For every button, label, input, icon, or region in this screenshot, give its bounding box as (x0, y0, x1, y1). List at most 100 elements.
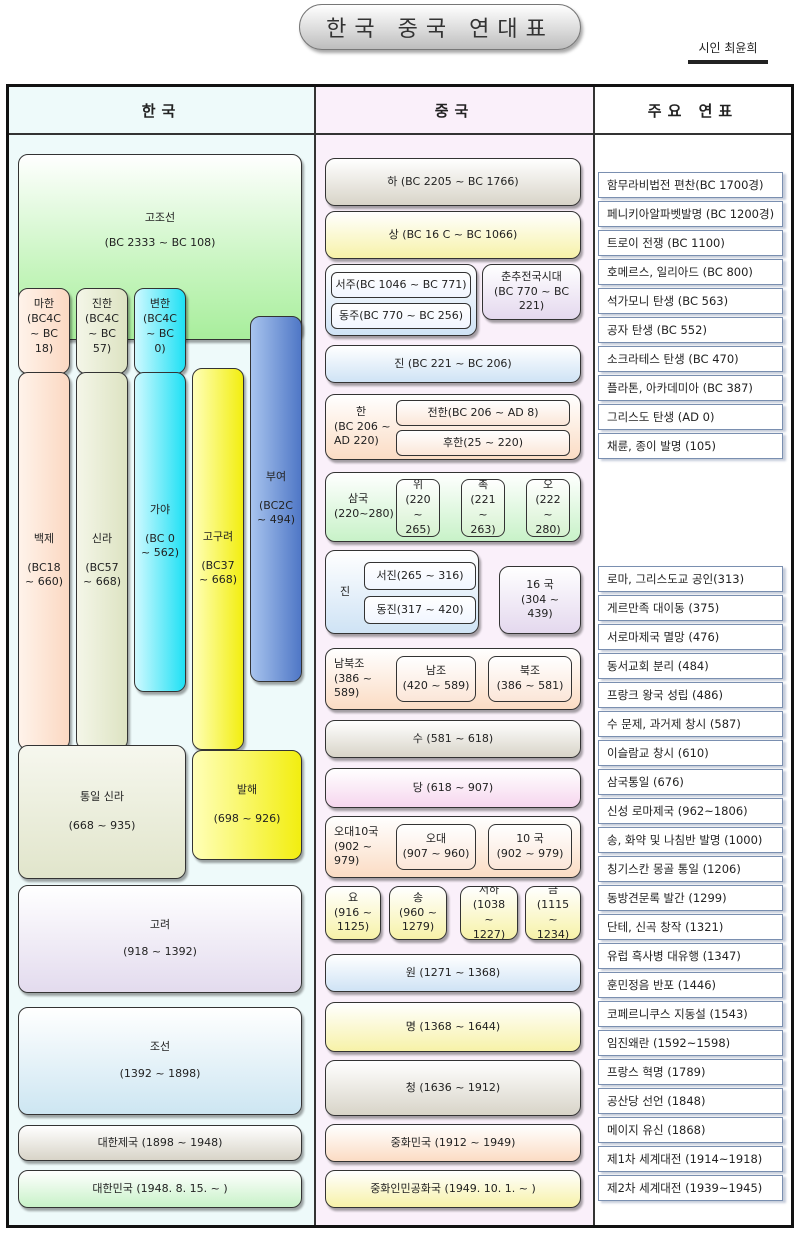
tang-label: 당 (618 ~ 907) (412, 780, 494, 794)
author-label: 시인 최윤희 (688, 38, 768, 64)
xia-label: 하 (BC 2205 ~ BC 1766) (387, 174, 519, 188)
page-title: 한국 중국 연대표 (299, 4, 581, 50)
event-item: 단테, 신곡 창작 (1321) (598, 914, 783, 940)
balhae-name: 발해 (236, 783, 258, 797)
event-item: 호메르스, 일리아드 (BC 800) (598, 259, 783, 285)
event-item: 송, 화약 및 나침반 발명 (1000) (598, 827, 783, 853)
southern-dynasty-years: (420 ~ 589) (402, 679, 470, 692)
eastern-zhou-box: 동주(BC 770 ~ BC 256) (331, 303, 471, 329)
later-han-label: 후한(25 ~ 220) (442, 435, 524, 449)
event-item: 제2차 세계대전 (1939~1945) (598, 1175, 783, 1201)
jin-dynasty-name: 금 (547, 886, 559, 897)
goryeo-box: 고려 (918 ~ 1392) (18, 885, 302, 993)
event-item: 그리스도 탄생 (AD 0) (598, 404, 783, 430)
prc-label: 중화인민공화국 (1949. 10. 1. ~ ) (370, 1181, 536, 1195)
joseon-box: 조선 (1392 ~ 1898) (18, 1007, 302, 1115)
northern-dynasty-name: 북조 (519, 664, 541, 678)
korean-empire-label: 대한제국 (1898 ~ 1948) (97, 1135, 223, 1149)
tang-box: 당 (618 ~ 907) (325, 768, 581, 808)
jin-name: 진 (340, 584, 351, 598)
song-years: (960 ~ 1279) (398, 905, 437, 934)
xixia-box: 서하 (1038 ~ 1227) (460, 886, 518, 940)
table-frame (6, 84, 794, 1228)
event-item: 공산당 선언 (1848) (598, 1088, 783, 1114)
sui-box: 수 (581 ~ 618) (325, 720, 581, 758)
sixteen-kingdoms-box: 16 국 (304 ~ 439) (499, 566, 581, 634)
silla-years: (BC57 ~ 668) (82, 560, 121, 589)
event-item: 코페르니쿠스 지동설 (1543) (598, 1001, 783, 1027)
qin-label: 진 (BC 221 ~ BC 206) (394, 356, 512, 370)
event-item: 임진왜란 (1592~1598) (598, 1030, 783, 1056)
ming-box: 명 (1368 ~ 1644) (325, 1002, 581, 1052)
event-item: 삼국통일 (676) (598, 769, 783, 795)
western-zhou-label: 서주(BC 1046 ~ BC 771) (335, 277, 467, 291)
gaya-name: 가야 (149, 502, 171, 516)
former-han-label: 전한(BC 206 ~ AD 8) (427, 405, 539, 419)
jinhan-years: (BC4C ~ BC 57) (84, 311, 119, 355)
byeonhan-years: (BC4C ~ BC 0) (142, 311, 177, 355)
southern-dynasty-box: 남조 (420 ~ 589) (396, 656, 476, 702)
buyeo-name: 부여 (265, 469, 287, 483)
han-years: (BC 206 ~ AD 220) (334, 419, 391, 448)
joseon-name: 조선 (149, 1040, 171, 1054)
five-dynasties-years: (902 ~ 979) (334, 839, 373, 868)
ten-k-years: (902 ~ 979) (496, 847, 564, 860)
event-item: 프랑스 혁명 (1789) (598, 1059, 783, 1085)
unified-silla-box: 통일 신라 (668 ~ 935) (18, 745, 186, 879)
event-item: 칭기스칸 몽골 통일 (1206) (598, 856, 783, 882)
spring-autumn-name: 춘추전국시대 (501, 269, 562, 283)
xia-box: 하 (BC 2205 ~ BC 1766) (325, 158, 581, 206)
western-jin-label: 서진(265 ~ 316) (376, 568, 464, 582)
goguryeo-years: (BC37 ~ 668) (198, 558, 237, 587)
song-name: 송 (412, 890, 424, 904)
wu-years: (222 ~ 280) (535, 493, 561, 536)
event-item: 신성 로마제국 (962~1806) (598, 798, 783, 824)
liao-years: (916 ~ 1125) (333, 905, 372, 934)
goryeo-name: 고려 (149, 918, 171, 932)
silla-box: 신라 (BC57 ~ 668) (76, 372, 128, 750)
gojoseon-name: 고조선 (144, 211, 176, 224)
yuan-label: 원 (1271 ~ 1368) (405, 965, 501, 979)
buyeo-years: (BC2C ~ 494) (256, 498, 295, 527)
former-han-box: 전한(BC 206 ~ AD 8) (396, 400, 570, 426)
wei-box: 위 (220 ~ 265) (396, 479, 440, 537)
wu-name: 오 (542, 479, 554, 492)
event-item: 게르만족 대이동 (375) (598, 595, 783, 621)
buyeo-box: 부여 (BC2C ~ 494) (250, 316, 302, 682)
jinhan-name: 진한 (91, 297, 113, 310)
song-box: 송 (960 ~ 1279) (389, 886, 447, 940)
event-item: 동서교회 분리 (484) (598, 653, 783, 679)
mahan-years: (BC4C ~ BC 18) (26, 311, 61, 355)
three-kingdoms-years: (220~280) (334, 507, 394, 520)
ten-k-name: 10 국 (516, 832, 544, 846)
jin-dynasty-years: (1115 ~ 1234) (536, 898, 570, 940)
liao-box: 요 (916 ~ 1125) (325, 886, 381, 940)
northern-dynasty-years: (386 ~ 581) (496, 679, 564, 692)
event-item: 제1차 세계대전 (1914~1918) (598, 1146, 783, 1172)
roc-label: 중화민국 (1912 ~ 1949) (390, 1135, 516, 1149)
sixteen-kingdoms-years: (304 ~ 439) (520, 592, 559, 621)
five-d-years: (907 ~ 960) (402, 847, 470, 860)
event-item: 수 문제, 과거제 창시 (587) (598, 711, 783, 737)
gojoseon-years: (BC 2333 ~ BC 108) (104, 235, 216, 249)
event-item: 채륜, 종이 발명 (105) (598, 433, 783, 459)
yuan-box: 원 (1271 ~ 1368) (325, 954, 581, 992)
event-item: 서로마제국 멸망 (476) (598, 624, 783, 650)
five-d-box: 오대 (907 ~ 960) (396, 824, 476, 870)
unified-silla-name: 통일 신라 (80, 790, 124, 804)
ming-label: 명 (1368 ~ 1644) (405, 1019, 501, 1033)
wei-name: 위 (412, 479, 424, 492)
sui-label: 수 (581 ~ 618) (412, 731, 494, 745)
event-item: 공자 탄생 (BC 552) (598, 317, 783, 343)
western-zhou-box: 서주(BC 1046 ~ BC 771) (331, 272, 471, 298)
jinhan-box: 진한 (BC4C ~ BC 57) (76, 288, 128, 374)
spring-autumn-box: 춘추전국시대 (BC 770 ~ BC 221) (482, 264, 581, 320)
event-item: 석가모니 탄생 (BC 563) (598, 288, 783, 314)
jin-dynasty-box: 금 (1115 ~ 1234) (525, 886, 581, 940)
wu-box: 오 (222 ~ 280) (526, 479, 570, 537)
goryeo-years: (918 ~ 1392) (123, 945, 197, 958)
header-events: 주요 연표 (595, 87, 791, 135)
nanbeichao-name: 남북조 (334, 656, 365, 670)
five-dynasties-name: 오대10국 (334, 824, 379, 838)
header-china: 중국 (316, 87, 593, 135)
